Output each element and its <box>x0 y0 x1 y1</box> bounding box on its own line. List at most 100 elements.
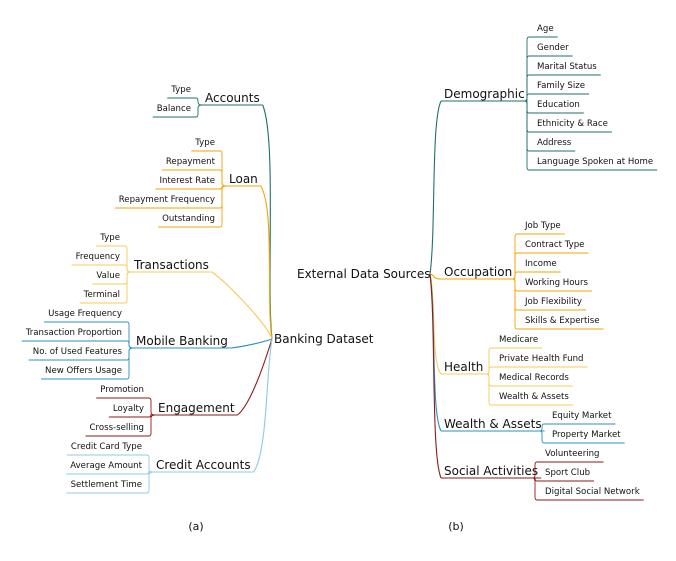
leaf-label: Type <box>194 138 215 148</box>
leaf-label: Gender <box>537 43 569 53</box>
leaf-label: Frequency <box>76 252 120 262</box>
leaf-gender: Gender <box>524 43 573 102</box>
root-external-data-sources: External Data Sources <box>297 267 431 281</box>
leaf-terminal: Terminal <box>79 271 132 304</box>
leaf-label: Value <box>96 271 120 281</box>
leaf-label: Digital Social Network <box>545 487 640 497</box>
leaf-connector <box>219 185 227 228</box>
leaf-job-type: Job Type <box>512 221 565 280</box>
branch-label-social-activities: Social Activities <box>444 464 538 478</box>
leaf-connector <box>532 461 538 479</box>
branch-label-engagement: Engagement <box>158 401 235 415</box>
branch-label-health: Health <box>444 360 483 374</box>
leaf-equity-market: Equity Market <box>539 411 616 432</box>
leaf-connector <box>219 150 227 187</box>
leaf-new-offers-usage: New Offers Usage <box>41 347 134 380</box>
leaf-label: Marital Status <box>537 62 597 72</box>
leaf-connector <box>124 271 132 304</box>
leaf-label: Job Type <box>524 221 561 231</box>
leaf-connector <box>146 471 154 494</box>
leaf-connector <box>524 100 530 171</box>
leaf-working-hours: Working Hours <box>512 278 592 292</box>
leaf-credit-card-type: Credit Card Type <box>66 442 154 473</box>
leaf-label: Usage Frequency <box>48 309 122 319</box>
leaf-connector <box>126 347 134 380</box>
leaf-label: Terminal <box>83 290 120 300</box>
leaf-connector <box>512 271 518 280</box>
leaf-connector <box>539 423 545 432</box>
caption-a: (a) <box>188 520 203 533</box>
leaf-connector <box>524 93 530 102</box>
leaf-property-market: Property Market <box>539 430 625 444</box>
leaf-connector <box>146 454 154 473</box>
leaf-private-health-fund: Private Health Fund <box>486 354 588 375</box>
leaf-skills-and-expertise: Skills & Expertise <box>512 278 604 330</box>
leaf-label: Income <box>525 259 557 269</box>
banking-dataset-mindmap: Banking DatasetAccountsTypeBalanceLoanTy… <box>21 85 374 494</box>
leaf-connector <box>195 104 203 118</box>
root-banking-dataset: Banking Dataset <box>274 332 374 346</box>
external-data-sources-mindmap: External Data Sources Demographic AgeGende… <box>297 24 658 501</box>
branch-connector <box>253 338 273 473</box>
leaf-label: Volunteering <box>545 449 600 459</box>
branch-connector <box>237 338 273 416</box>
leaf-label: Age <box>537 24 554 34</box>
leaf-label: Address <box>537 138 572 148</box>
leaf-settlement-time: Settlement Time <box>66 471 154 494</box>
leaf-education: Education <box>524 100 584 114</box>
branch-label-wealth-and-assets: Wealth & Assets <box>444 417 542 431</box>
leaf-connector <box>148 397 156 416</box>
leaf-frequency: Frequency <box>71 252 132 273</box>
leaf-label: Promotion <box>100 385 144 395</box>
leaf-repayment: Repayment <box>161 157 227 187</box>
branch-connector <box>262 104 273 340</box>
leaf-average-amount: Average Amount <box>66 461 154 476</box>
leaf-label: New Offers Usage <box>45 366 122 376</box>
leaf-connector <box>148 414 156 437</box>
leaf-language-spoken-at-home: Language Spoken at Home <box>524 100 658 171</box>
leaf-label: Type <box>170 85 191 95</box>
branch-label-demographic: Demographic <box>444 87 525 101</box>
branch-label-credit-accounts: Credit Accounts <box>156 458 251 472</box>
branch-connector <box>429 273 442 479</box>
leaf-label: Education <box>537 100 580 110</box>
leaf-connector <box>512 278 518 330</box>
leaf-label: Medical Records <box>499 373 569 383</box>
leaf-label: Transaction Proportion <box>25 328 122 338</box>
branch-connector <box>260 185 273 340</box>
caption-b: (b) <box>448 520 464 533</box>
leaf-label: Cross-selling <box>90 423 145 433</box>
branch-label-loan: Loan <box>229 172 258 186</box>
leaf-label: Loyalty <box>113 404 144 414</box>
leaf-connector <box>486 373 492 406</box>
leaf-digital-social-network: Digital Social Network <box>532 477 644 501</box>
branch-connector <box>211 271 273 340</box>
leaf-connector <box>486 366 492 375</box>
leaf-connector <box>219 169 227 187</box>
leaf-label: Medicare <box>499 335 538 345</box>
leaf-label: Interest Rate <box>159 176 215 186</box>
leaf-family-size: Family Size <box>524 81 590 102</box>
leaf-label: Contract Type <box>525 240 584 250</box>
leaf-connector <box>124 245 132 273</box>
leaf-label: Settlement Time <box>71 480 142 490</box>
leaf-balance: Balance <box>152 104 203 118</box>
leaf-cross-selling: Cross-selling <box>85 414 156 437</box>
leaf-volunteering: Volunteering <box>532 449 604 479</box>
leaf-interest-rate: Interest Rate <box>155 176 227 190</box>
branch-label-occupation: Occupation <box>444 265 512 279</box>
branch-connector <box>429 100 442 275</box>
leaf-connector <box>126 347 134 361</box>
leaf-label: Repayment <box>166 157 216 167</box>
leaf-connector <box>195 97 203 106</box>
leaf-medical-records: Medical Records <box>486 373 573 387</box>
